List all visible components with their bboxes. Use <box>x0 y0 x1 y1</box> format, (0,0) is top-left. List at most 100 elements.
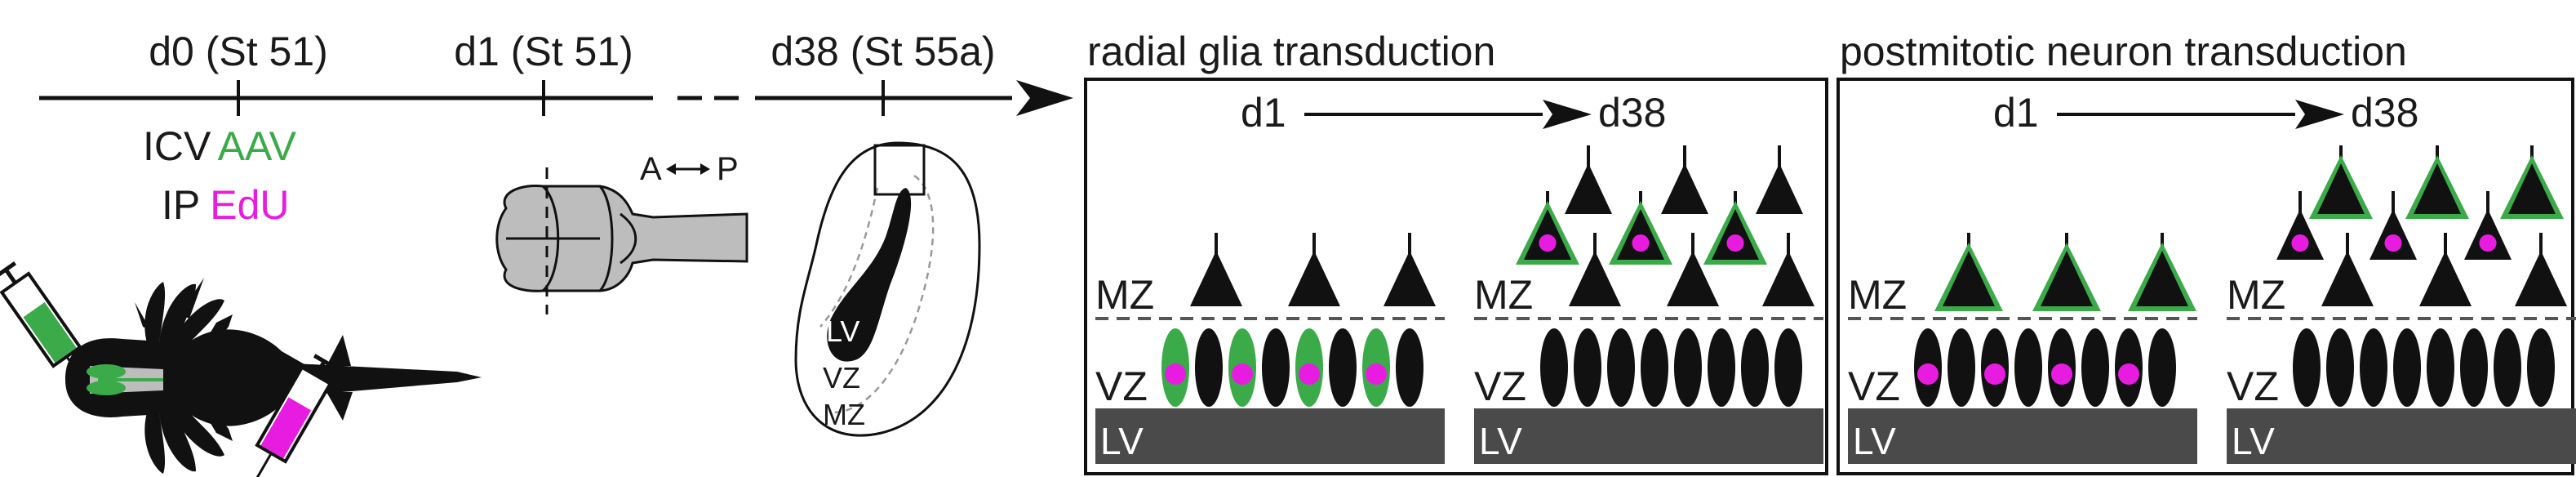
radial-glia <box>2527 328 2555 407</box>
neuron <box>1617 209 1664 260</box>
edu-nucleus <box>1299 363 1320 385</box>
lateral-ventricle-bar <box>2227 408 2576 464</box>
edu-nucleus <box>1366 363 1387 385</box>
axis-label-p: P <box>717 151 739 187</box>
tadpole-body <box>65 329 310 426</box>
neuron <box>2515 251 2567 306</box>
panel-pn-frame <box>1837 78 2574 475</box>
label-d38: d38 (St 55a) <box>771 29 995 74</box>
hemisection-mz: MZ <box>823 398 865 431</box>
panel-pn-title: postmitotic neuron transduction <box>1840 29 2407 74</box>
radial-glia <box>1574 328 1601 407</box>
hemisection-vz: VZ <box>823 361 860 395</box>
brain-illustration: A P <box>495 151 748 314</box>
panel-pn-vz-left: VZ <box>1848 363 1900 409</box>
edu-nucleus <box>2291 234 2309 252</box>
panel-pn-lv-left: LV <box>1853 420 1896 462</box>
panel-rg-frame <box>1084 78 1828 475</box>
lateral-ventricle <box>827 188 912 362</box>
neuron <box>1667 251 1719 306</box>
neuron <box>2419 251 2472 306</box>
panel-rg-vz-right: VZ <box>1474 363 1526 409</box>
panel-postmitotic-neuron: postmitotic neuron transduction d1 d38 M… <box>1837 29 2576 475</box>
panel-pn-lv-right: LV <box>2232 420 2275 462</box>
neuron <box>1565 163 1612 214</box>
radial-glia <box>1607 328 1635 407</box>
neuron <box>1762 251 1814 306</box>
neuron <box>1756 163 1803 214</box>
lateral-ventricle-bar <box>1095 408 1445 464</box>
edu-nucleus <box>1917 363 1939 385</box>
neuron <box>1288 251 1340 306</box>
neuron <box>1190 251 1242 306</box>
panel-pn-to: d38 <box>2351 90 2418 136</box>
panel-pn-mz-left: MZ <box>1848 272 1907 318</box>
neuron <box>2464 209 2512 260</box>
radial-glia <box>2427 328 2454 407</box>
edu-nucleus <box>1632 234 1650 252</box>
neuron-nucleus <box>2152 279 2172 298</box>
panel-rg-mz-right: MZ <box>1474 272 1533 318</box>
radial-glia <box>2360 328 2387 407</box>
radial-glia <box>2081 328 2109 407</box>
neuron <box>2321 251 2374 306</box>
panel-rg-vz-left: VZ <box>1095 363 1148 409</box>
radial-glia <box>2460 328 2488 407</box>
radial-glia <box>1540 328 1568 407</box>
radial-glia <box>2148 328 2176 407</box>
edu-nucleus <box>2118 363 2139 385</box>
radial-glia <box>1262 328 1290 407</box>
edu-nucleus <box>1726 234 1744 252</box>
edu-nucleus <box>1232 363 1253 385</box>
neuron-nucleus <box>1959 279 1979 298</box>
panel-rg-d38-column <box>1474 145 1823 464</box>
injection-site-aav <box>87 364 126 379</box>
edu-nucleus <box>1539 234 1557 252</box>
radial-glia <box>1195 328 1223 407</box>
radial-glia <box>2014 328 2042 407</box>
hemisection-illustration: LV VZ MZ <box>794 141 981 437</box>
panel-pn-d1-column <box>1848 233 2197 464</box>
panel-pn-d38-column <box>2227 145 2576 464</box>
neuron <box>1524 209 1571 260</box>
radial-glia <box>1396 328 1423 407</box>
panel-rg-mz-left: MZ <box>1095 272 1154 318</box>
tadpole-illustration <box>0 261 482 477</box>
panel-radial-glia: radial glia transduction d1 d38 MZ VZ LV… <box>1084 29 1828 475</box>
panel-rg-from: d1 <box>1241 90 1286 136</box>
panel-pn-vz-right: VZ <box>2227 363 2279 409</box>
timeline-arrowhead <box>1016 80 1073 116</box>
radial-glia <box>2293 328 2321 407</box>
neuron-nucleus <box>2057 279 2076 298</box>
lateral-ventricle-bar <box>1848 408 2197 464</box>
radial-glia <box>2326 328 2354 407</box>
syringe-edu <box>255 354 335 477</box>
neuron <box>1569 251 1621 306</box>
panel-rg-title: radial glia transduction <box>1087 29 1495 74</box>
neuron <box>2276 209 2324 260</box>
panel-rg-d1-column <box>1095 233 1445 464</box>
neuron-nucleus <box>2428 189 2446 207</box>
tadpole-tail <box>294 363 482 396</box>
axis-label-a: A <box>640 151 662 187</box>
syringe-aav <box>0 261 85 381</box>
neuron <box>1712 209 1759 260</box>
radial-glia <box>1329 328 1357 407</box>
brain-outline <box>495 184 748 292</box>
panel-rg-lv-left: LV <box>1100 420 1144 462</box>
radial-glia <box>1708 328 1735 407</box>
radial-glia <box>2393 328 2421 407</box>
radial-glia <box>1641 328 1668 407</box>
neuron <box>2369 209 2417 260</box>
radial-glia <box>1741 328 1769 407</box>
region-box <box>873 144 926 196</box>
edu-nucleus <box>2384 234 2402 252</box>
tadpole-gills-top <box>135 278 224 345</box>
edu-nucleus <box>1984 363 2005 385</box>
tadpole-gills-bottom <box>144 411 224 474</box>
radial-glia <box>1674 328 1702 407</box>
neuron-nucleus <box>2523 189 2541 207</box>
